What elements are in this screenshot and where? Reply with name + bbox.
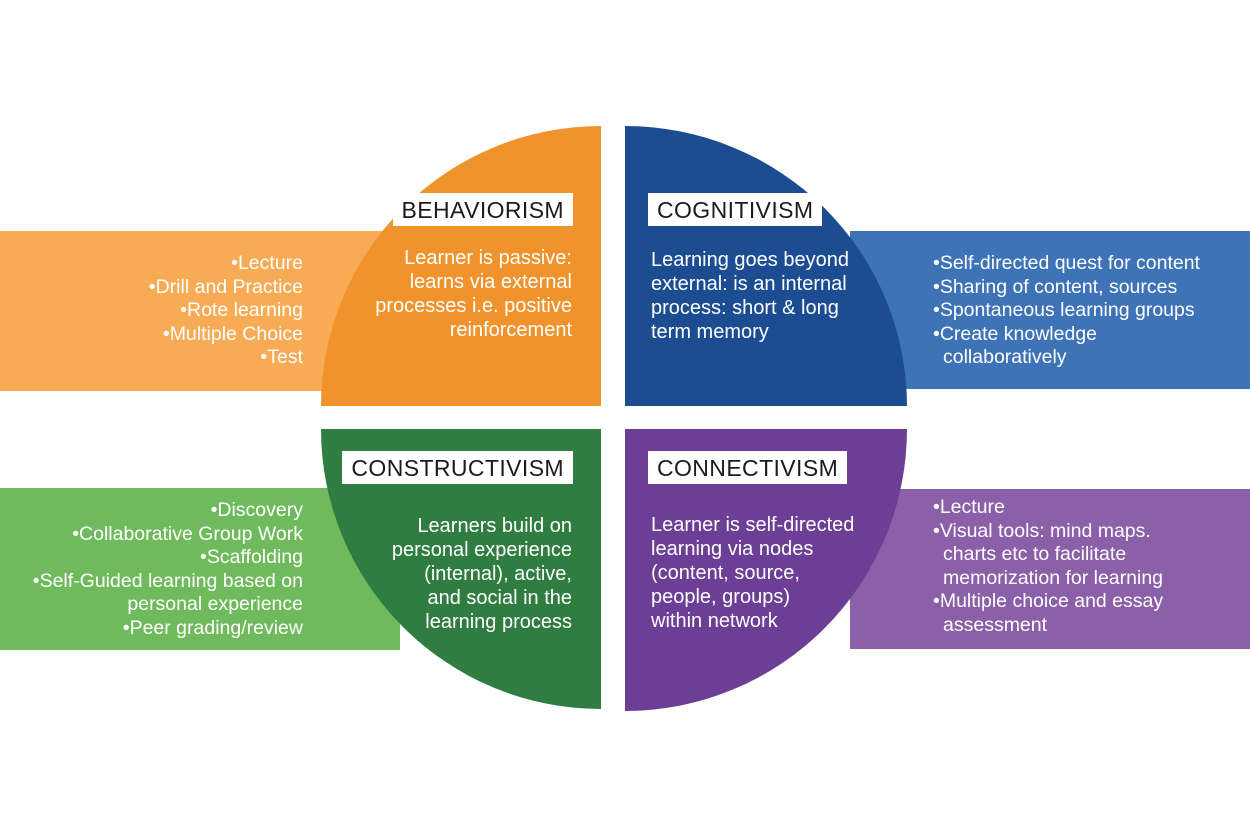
cognitivism-methods-list: Self-directed quest for content Sharing … <box>933 252 1200 370</box>
cognitivism-method-item: Self-directed quest for content <box>933 252 1200 276</box>
cognitivism-method-item: Spontaneous learning groups <box>933 299 1200 323</box>
behaviorism-method-item: Lecture <box>149 252 303 276</box>
constructivism-method-item: Self-Guided learning based on personal e… <box>33 570 303 617</box>
constructivism-method-item: Scaffolding <box>33 546 303 570</box>
constructivism-methods-list: Discovery Collaborative Group Work Scaff… <box>33 499 303 640</box>
connectivism-method-item: Lecture <box>933 496 1163 520</box>
cognitivism-method-item: Create knowledge collaboratively <box>933 323 1200 370</box>
constructivism-method-item: Peer grading/review <box>33 617 303 641</box>
cognitivism-title: COGNITIVISM <box>648 193 823 226</box>
behaviorism-description: Learner is passive: learns via external … <box>375 247 572 341</box>
connectivism-method-item: Multiple choice and essay assessment <box>933 590 1163 637</box>
behaviorism-method-item: Test <box>149 346 303 370</box>
cognitivism-method-item: Sharing of content, sources <box>933 276 1200 300</box>
behaviorism-title: BEHAVIORISM <box>392 193 573 226</box>
connectivism-methods-list: Lecture Visual tools: mind maps. charts … <box>933 496 1163 637</box>
constructivism-title: CONSTRUCTIVISM <box>342 451 573 484</box>
constructivism-description: Learners build on personal experience (i… <box>391 515 572 633</box>
behaviorism-method-item: Multiple Choice <box>149 323 303 347</box>
behaviorism-methods-list: Lecture Drill and Practice Rote learning… <box>149 252 303 370</box>
connectivism-description: Learner is self-directed learning via no… <box>651 514 855 632</box>
connectivism-method-item: Visual tools: mind maps. charts etc to f… <box>933 520 1163 591</box>
behaviorism-method-item: Drill and Practice <box>149 276 303 300</box>
constructivism-method-item: Discovery <box>33 499 303 523</box>
constructivism-method-item: Collaborative Group Work <box>33 523 303 547</box>
connectivism-title: CONNECTIVISM <box>648 451 848 484</box>
cognitivism-description: Learning goes beyond external: is an int… <box>651 249 849 343</box>
behaviorism-method-item: Rote learning <box>149 299 303 323</box>
